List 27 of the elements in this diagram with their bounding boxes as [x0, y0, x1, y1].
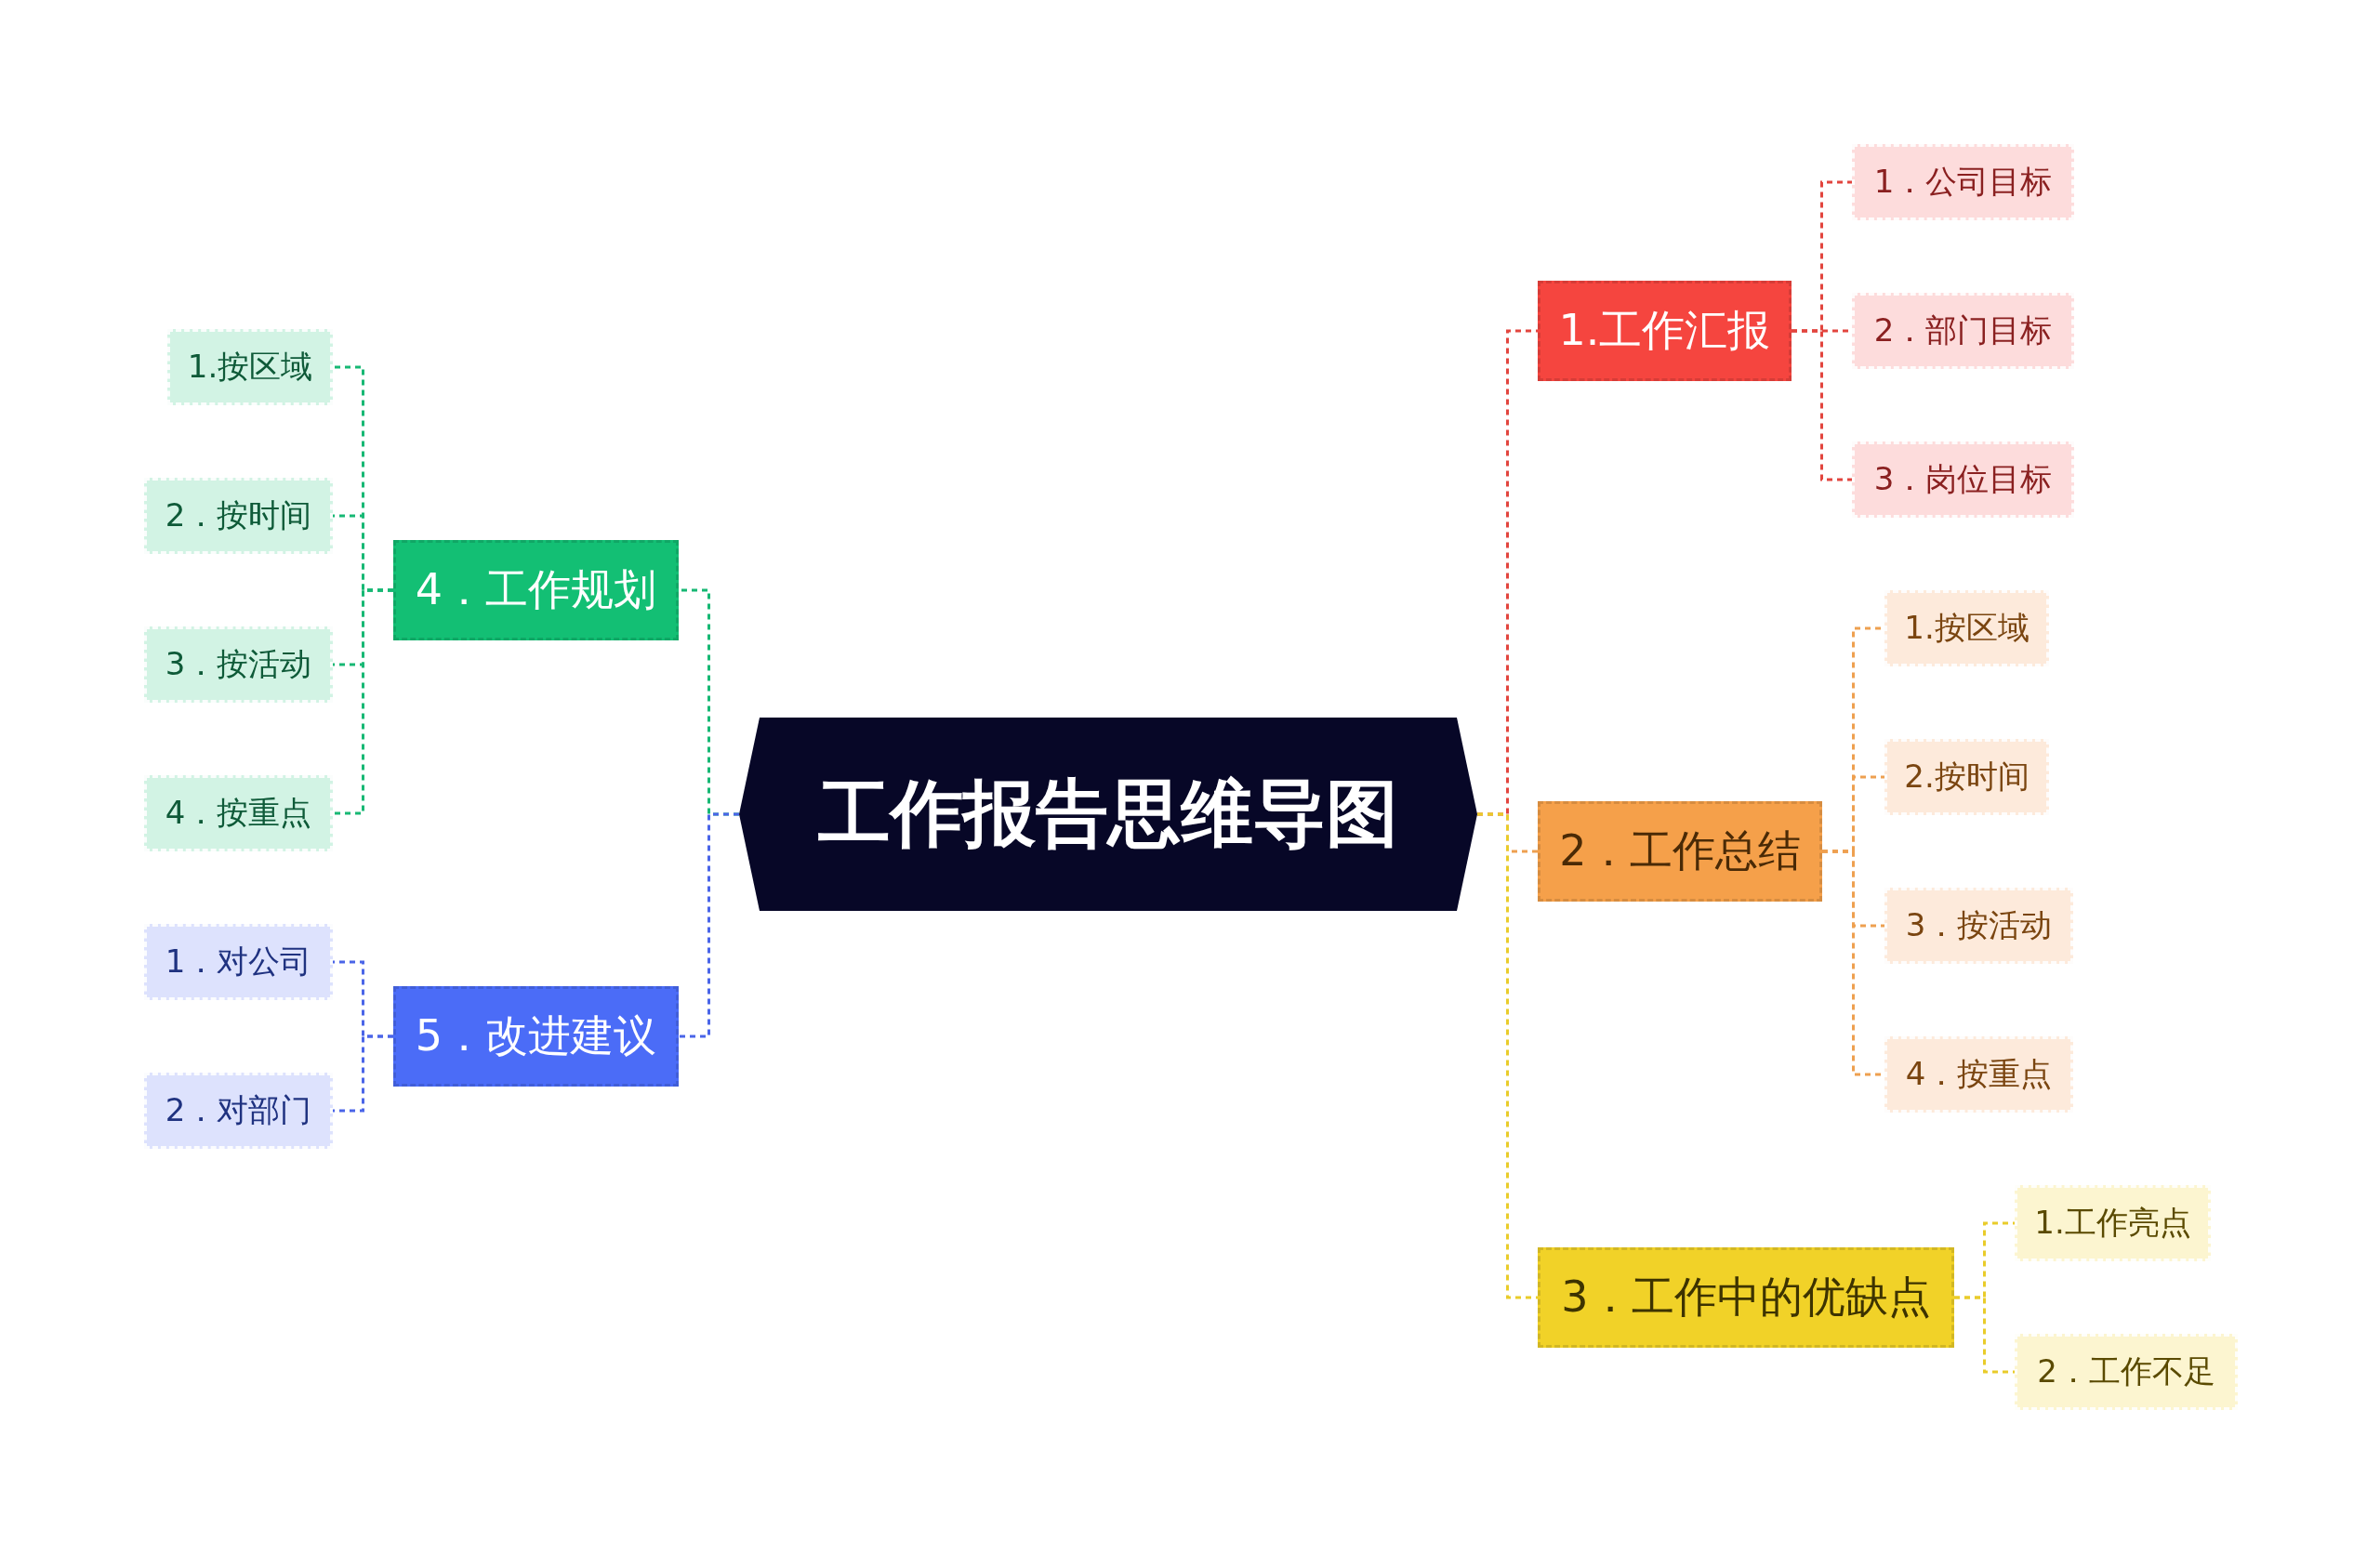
- subtopic: 2．按时间: [144, 478, 333, 554]
- connector-line: [1792, 329, 1852, 481]
- branch-topic: 2．工作总结: [1538, 801, 1822, 902]
- subtopic: 4．按重点: [144, 775, 333, 851]
- branch-topic: 5．改进建议: [393, 986, 679, 1087]
- branch-topic: 4．工作规划: [393, 540, 679, 640]
- central-topic: 工作报告思维导图: [739, 718, 1477, 911]
- connector-line: [679, 812, 739, 1038]
- subtopic: 2.按时间: [1884, 739, 2049, 815]
- connector-line: [333, 1034, 393, 1113]
- subtopic: 4．按重点: [1884, 1036, 2073, 1113]
- subtopic: 2．部门目标: [1852, 293, 2074, 369]
- connector-line: [333, 588, 393, 815]
- subtopic: 1.按区域: [1884, 590, 2049, 666]
- subtopic: 1．对公司: [144, 924, 333, 1000]
- connector-line: [1477, 812, 1538, 1299]
- subtopic: 1.按区域: [167, 329, 333, 405]
- subtopic: 3．按活动: [1884, 888, 2073, 964]
- subtopic: 1.工作亮点: [2015, 1185, 2211, 1261]
- subtopic: 2．工作不足: [2015, 1334, 2238, 1410]
- branch-topic: 3．工作中的优缺点: [1538, 1247, 1954, 1348]
- subtopic: 3．按活动: [144, 626, 333, 703]
- branch-topic: 1.工作汇报: [1538, 281, 1792, 381]
- subtopic: 3．岗位目标: [1852, 441, 2074, 518]
- subtopic: 2．对部门: [144, 1073, 333, 1149]
- subtopic: 1．公司目标: [1852, 144, 2074, 220]
- connector-line: [1954, 1296, 2015, 1374]
